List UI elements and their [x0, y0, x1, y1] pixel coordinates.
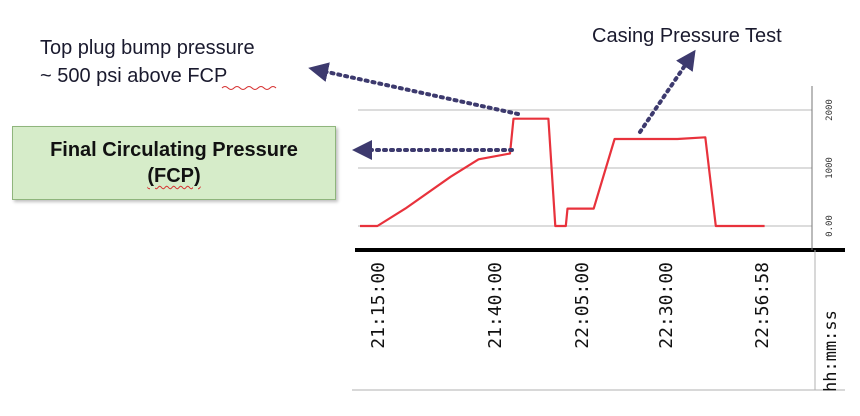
- x-tick-label: 22:56:58: [752, 262, 773, 349]
- y-tick-labels: 0.00 1000 2000: [825, 99, 835, 237]
- x-tick-label: 21:40:00: [485, 262, 506, 349]
- fcp-annotation-line2: (FCP): [147, 165, 201, 187]
- y-tick-label: 1000: [825, 157, 835, 179]
- bump-arrow: [308, 62, 520, 116]
- casing-annotation: Casing Pressure Test: [592, 25, 782, 47]
- bump-squiggle: [221, 86, 277, 90]
- y-tick-label: 0.00: [825, 215, 835, 237]
- casing-arrow: [638, 49, 696, 134]
- x-axis-label: hh:mm:ss: [821, 310, 841, 392]
- y-tick-label: 2000: [825, 99, 835, 121]
- x-tick-label: 22:05:00: [572, 262, 593, 349]
- x-tick-label: 22:30:00: [656, 262, 677, 349]
- x-tick-labels: 21:15:00 21:40:00 22:05:00 22:30:00 22:56:58: [368, 262, 773, 349]
- pressure-series-line: [360, 117, 765, 228]
- fcp-annotation-box: Final Circulating Pressure (FCP): [12, 126, 336, 200]
- fcp-annotation-line1: Final Circulating Pressure: [50, 139, 298, 161]
- axis-lines: [352, 86, 845, 391]
- bump-annotation-line2: ~ 500 psi above FCP: [40, 65, 227, 87]
- series-group: [360, 117, 765, 228]
- x-tick-label: 21:15:00: [368, 262, 389, 349]
- bump-annotation-line1: Top plug bump pressure: [40, 37, 255, 59]
